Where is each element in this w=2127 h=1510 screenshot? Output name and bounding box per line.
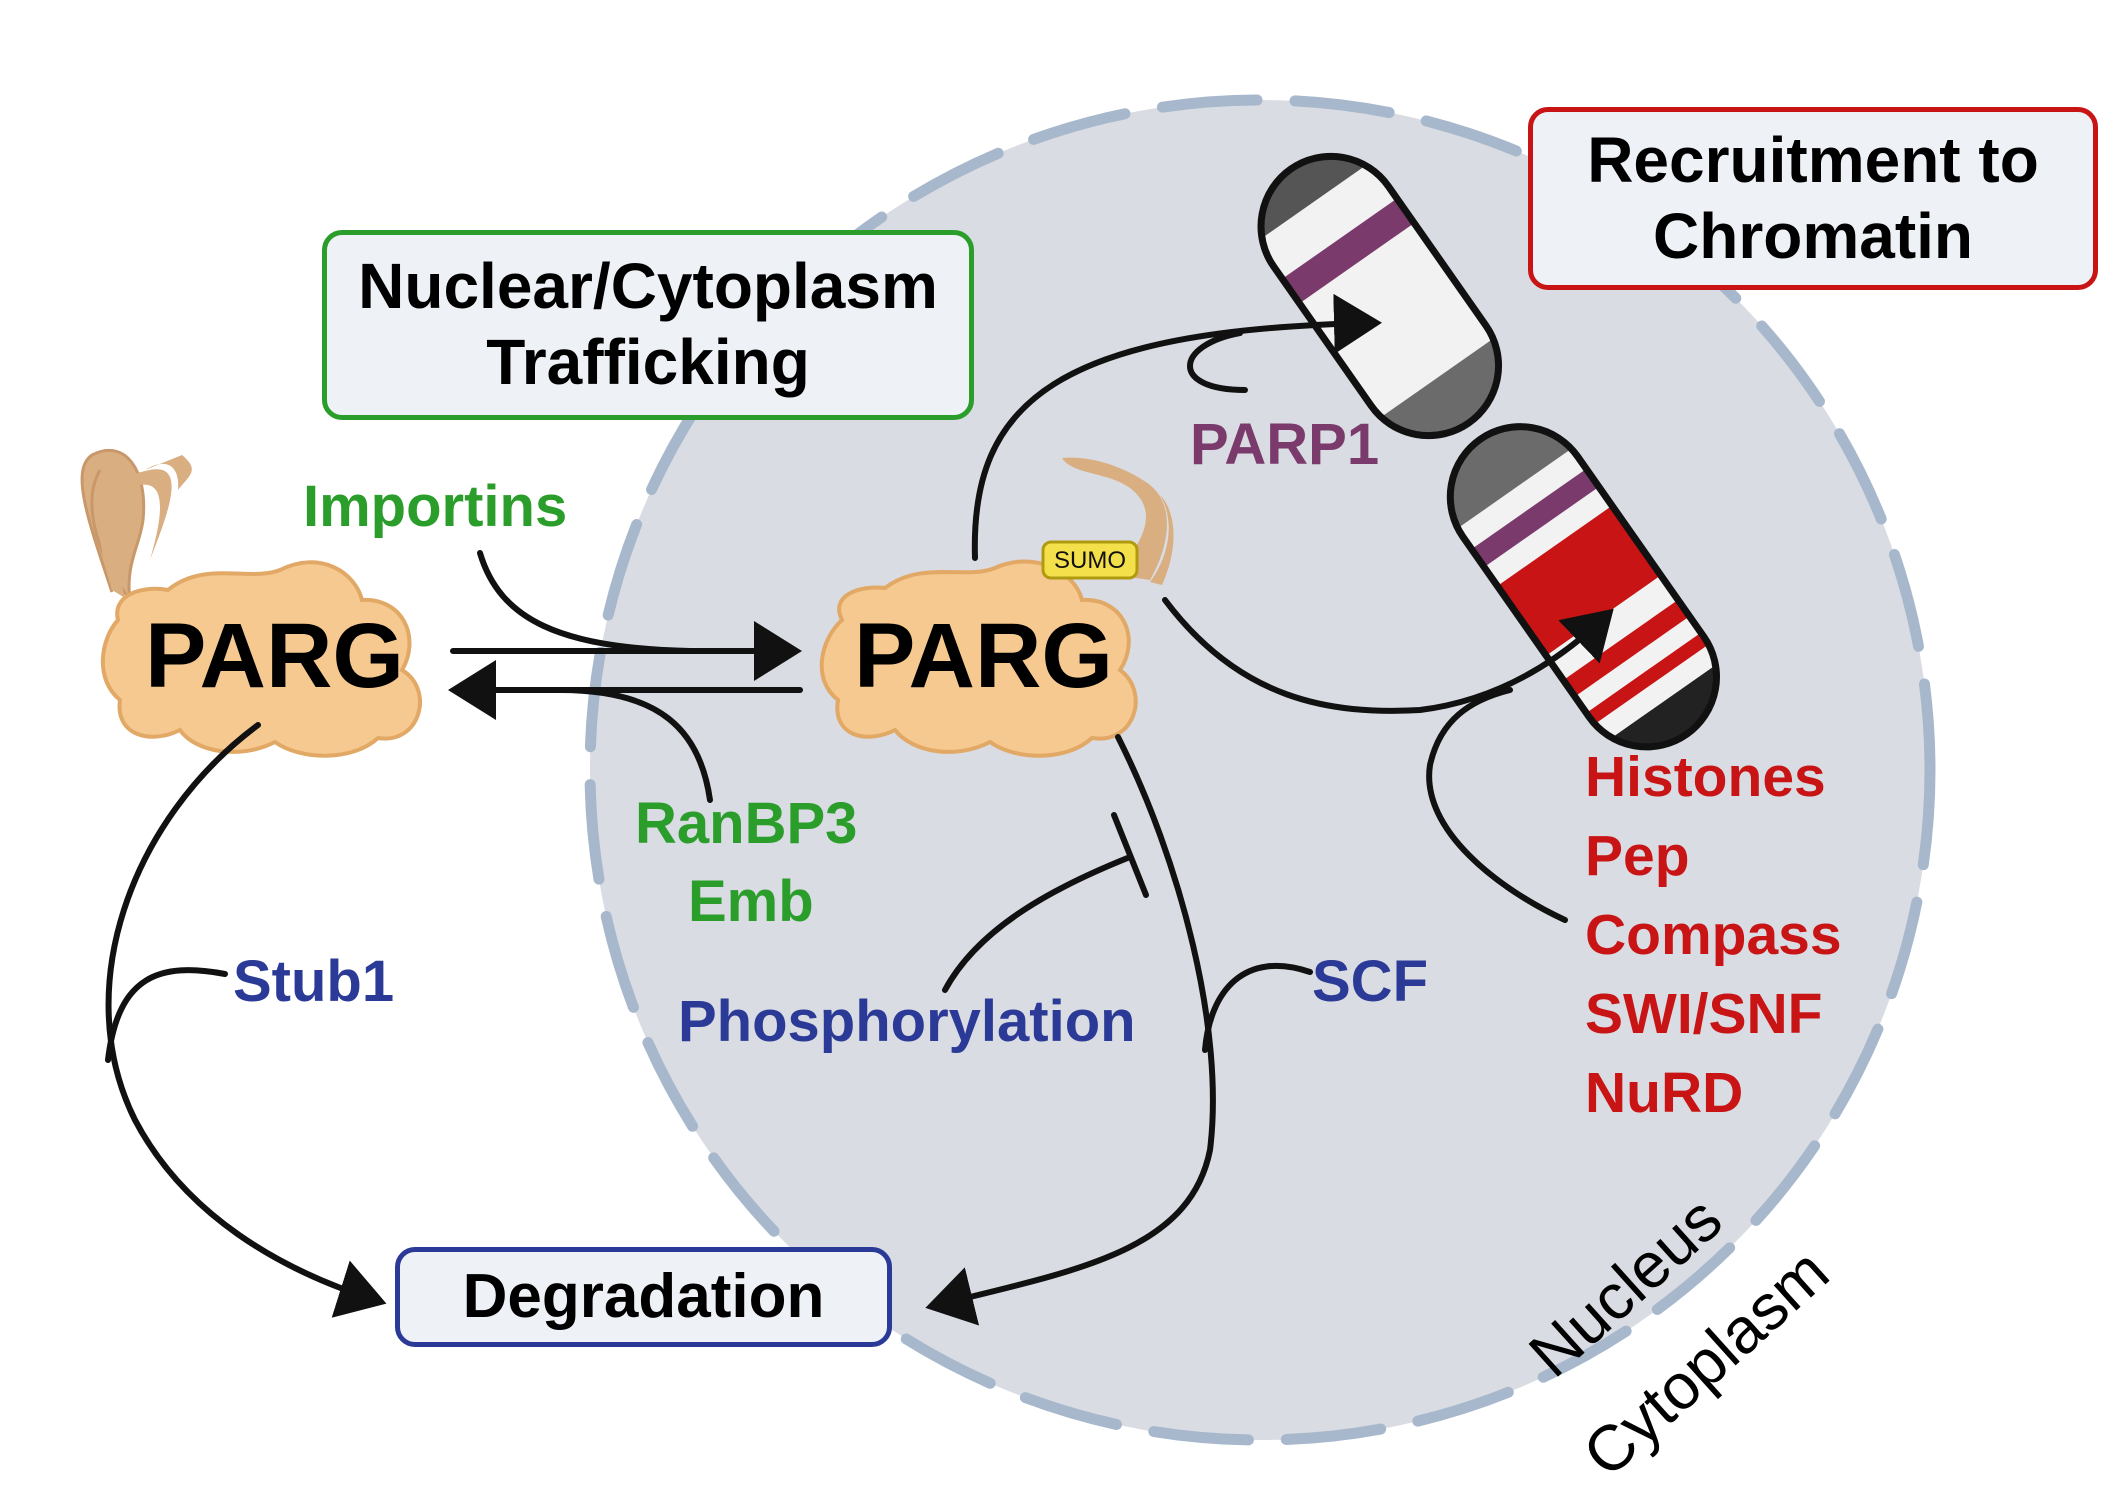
nuclear-membrane	[584, 94, 1936, 1446]
ranbp3-line	[557, 687, 713, 803]
connectors	[105, 293, 1614, 1326]
sumo-tag	[1041, 540, 1139, 580]
phosphorylation-label: Phosphorylation	[678, 989, 1136, 1054]
recruitment-box: Recruitment to Chromatin	[1528, 107, 2098, 290]
degradation-box: Degradation	[395, 1247, 892, 1347]
trafficking-box: Nuclear/Cytoplasm Trafficking	[322, 230, 974, 420]
parg-cytoplasm-label: PARG	[145, 605, 404, 707]
histones-recruit-arrow	[1162, 597, 1614, 714]
importins-label: Importins	[303, 474, 568, 539]
scf-line	[1202, 962, 1313, 1053]
phosphorylation-inhibit-line	[942, 854, 1133, 993]
sumo-label: SUMO	[1054, 547, 1126, 574]
parp1-recruit-arrow	[971, 293, 1382, 561]
parg-nucleus-protein	[819, 457, 1174, 758]
chromatin-factor: Pep	[1585, 824, 1690, 888]
parg-cytoplasm-protein	[80, 448, 422, 758]
stub1-label: Stub1	[233, 949, 395, 1014]
stub1-line	[105, 967, 228, 1063]
scf-label: SCF	[1312, 949, 1428, 1014]
emb-label: Emb	[688, 869, 814, 934]
parg-nucleus-label: PARG	[854, 605, 1113, 707]
chromatin-factor: Compass	[1585, 903, 1842, 967]
chromatin-factor: SWI/SNF	[1585, 982, 1823, 1046]
histones-loop	[1426, 687, 1568, 923]
chromatin-factor-list: Histones Pep Compass SWI/SNF NuRD	[1585, 738, 1842, 1133]
chromatin-factor: NuRD	[1585, 1061, 1744, 1125]
phosphorylation-inhibit-bar	[1111, 812, 1149, 898]
importins-line	[477, 550, 693, 654]
stub1-degradation-arrow	[105, 722, 387, 1318]
chromatin-factor: Histones	[1585, 745, 1826, 809]
parp1-label: PARP1	[1190, 412, 1380, 477]
parp1-loop	[1187, 330, 1248, 393]
ranbp3-label: RanBP3	[635, 791, 858, 856]
nucleus-body	[590, 100, 1930, 1440]
scf-degradation-arrow	[925, 734, 1216, 1326]
